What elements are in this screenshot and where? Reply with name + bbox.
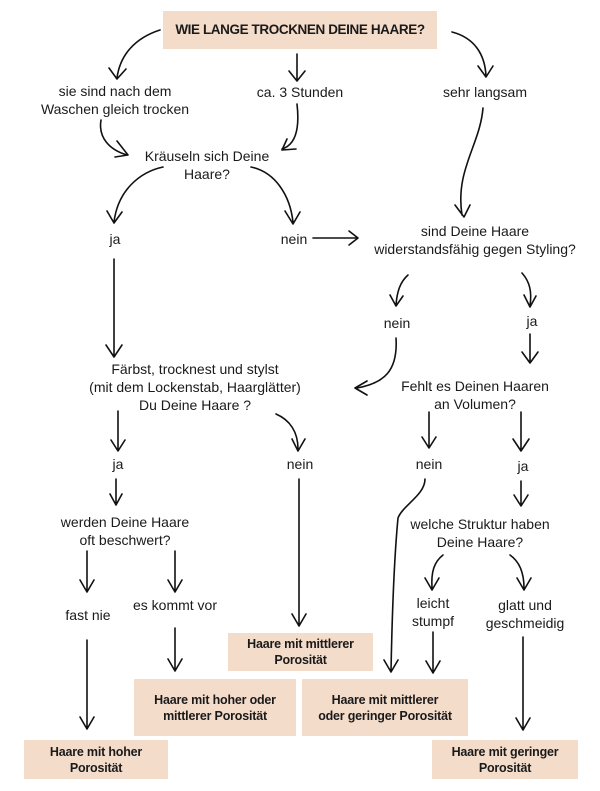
styling-no: nein [286,456,314,472]
arrow-resistyes-to-volume [521,333,539,364]
arrow-title-to-fast [108,29,161,80]
arrow-rarely-to-high [79,639,95,730]
question-styling: Färbst, trocknest und stylst (mit dem Lo… [70,360,320,414]
question-resistance-line1: sind Deine Haare [420,223,530,239]
weighed-sometimes: es kommt vor [132,597,217,613]
result-medium-line1: Haare mit mittlerer [247,637,354,651]
result-high-porosity: Haare mit hoher Porosität [24,740,168,779]
question-styling-line2: (mit dem Lockenstab, Haarglätter) [89,379,301,395]
question-weighed-line2: oft beschwert? [79,532,171,548]
structure-dull: leicht stumpf [405,594,461,630]
answer-dry-fast-line1: sie sind nach dem [58,83,172,99]
arrow-fast-to-frizz [99,119,129,158]
title-text: WIE LANGE TROCKNEN DEINE HAARE? [175,22,425,37]
arrow-title-to-slow [451,31,494,78]
arrow-resist-to-yes [521,272,537,308]
answer-dry-slow: sehr langsam [442,84,528,100]
question-volume-line1: Fehlt es Deinen Haaren [401,378,549,394]
styling-yes: ja [112,456,124,472]
result-high-or-medium-porosity: Haare mit hoher oder mittlerer Porosität [134,679,296,736]
arrow-volumeno-to-mediumlow [383,478,426,673]
question-volume-line2: an Volumen? [434,396,516,412]
answer-dry-fast-line2: Waschen gleich trocken [40,101,190,117]
result-low-line2: Porosität [478,760,532,775]
arrow-weighed-to-rarely [79,550,95,593]
frizz-no: nein [280,231,308,247]
arrow-slow-to-resist [454,107,484,218]
answer-dry-fast: sie sind nach dem Waschen gleich trocken [20,82,210,118]
arrow-volume-to-no [421,411,437,449]
title-question-box: WIE LANGE TROCKNEN DEINE HAARE? [163,11,437,49]
arrow-no-to-resist [312,230,359,246]
question-resistance-line2: widerstandsfähig gegen Styling? [374,241,576,257]
arrow-yes-to-style [105,258,123,358]
arrow-smooth-to-low [515,636,531,731]
resistance-yes: ja [526,313,538,329]
question-weighed: werden Deine Haare oft beschwert? [50,513,200,549]
result-medium-or-low-line2: oder geringer Porosität [318,708,452,723]
structure-smooth-line1: glatt und [498,597,552,613]
question-frizz-line2: Haare? [184,166,230,182]
volume-no: nein [415,456,443,472]
result-medium-or-low-line1: Haare mit mittlerer [331,692,439,707]
answer-dry-3h: ca. 3 Stunden [256,84,344,100]
arrow-volumeyes-to-structure [513,480,529,507]
arrow-sometimes-to-highmedium [167,627,183,672]
result-medium-line2: Porosität [274,653,327,667]
question-volume: Fehlt es Deinen Haaren an Volumen? [385,377,565,413]
result-high-line2: Porosität [69,760,123,775]
question-frizz: Kräuseln sich Deine Haare? [127,147,287,183]
structure-smooth: glatt und geschmeidig [480,596,570,632]
arrow-volume-to-yes [512,411,530,452]
arrow-style-to-yes [110,410,126,452]
result-medium-porosity: Haare mit mittlerer Porosität [228,633,373,671]
arrow-resist-to-no [389,274,409,307]
question-structure-line1: welche Struktur haben [410,516,550,532]
structure-smooth-line2: geschmeidig [485,615,565,631]
arrow-dull-to-mediumlow [425,631,441,674]
question-weighed-line1: werden Deine Haare [60,514,190,530]
arrow-title-to-3h [288,53,306,82]
arrow-styleno-to-medium [291,478,307,627]
question-styling-line1: Färbst, trocknest und stylst [111,361,279,377]
arrow-structure-to-dull [424,554,444,591]
volume-yes: ja [517,458,529,474]
question-frizz-line1: Kräuseln sich Deine [144,148,270,164]
result-low-porosity: Haare mit geringer Porosität [432,740,578,779]
question-structure-line2: Deine Haare? [436,534,524,550]
result-medium-or-low-porosity: Haare mit mittlerer oder geringer Porosi… [302,679,468,736]
result-low-line1: Haare mit geringer [451,744,559,759]
question-resistance: sind Deine Haare widerstandsfähig gegen … [360,222,590,258]
weighed-rarely: fast nie [65,607,111,623]
structure-dull-line2: stumpf [411,613,454,629]
result-high-or-medium-line2: mittlerer Porosität [163,708,267,723]
arrow-style-to-no [275,413,306,452]
arrow-weighed-to-sometimes [167,550,183,593]
question-styling-line3: Du Deine Haare ? [138,397,252,413]
arrow-structure-to-smooth [509,554,532,591]
structure-dull-line1: leicht [416,595,450,611]
frizz-yes: ja [109,231,121,247]
result-high-or-medium-line1: Haare mit hoher oder [154,692,276,707]
resistance-no: nein [383,315,411,331]
arrow-styleyes-to-weighed [109,478,123,506]
arrow-3h-to-frizz [281,103,299,151]
result-high-line1: Haare mit hoher [49,744,143,759]
question-structure: welche Struktur haben Deine Haare? [400,515,560,551]
